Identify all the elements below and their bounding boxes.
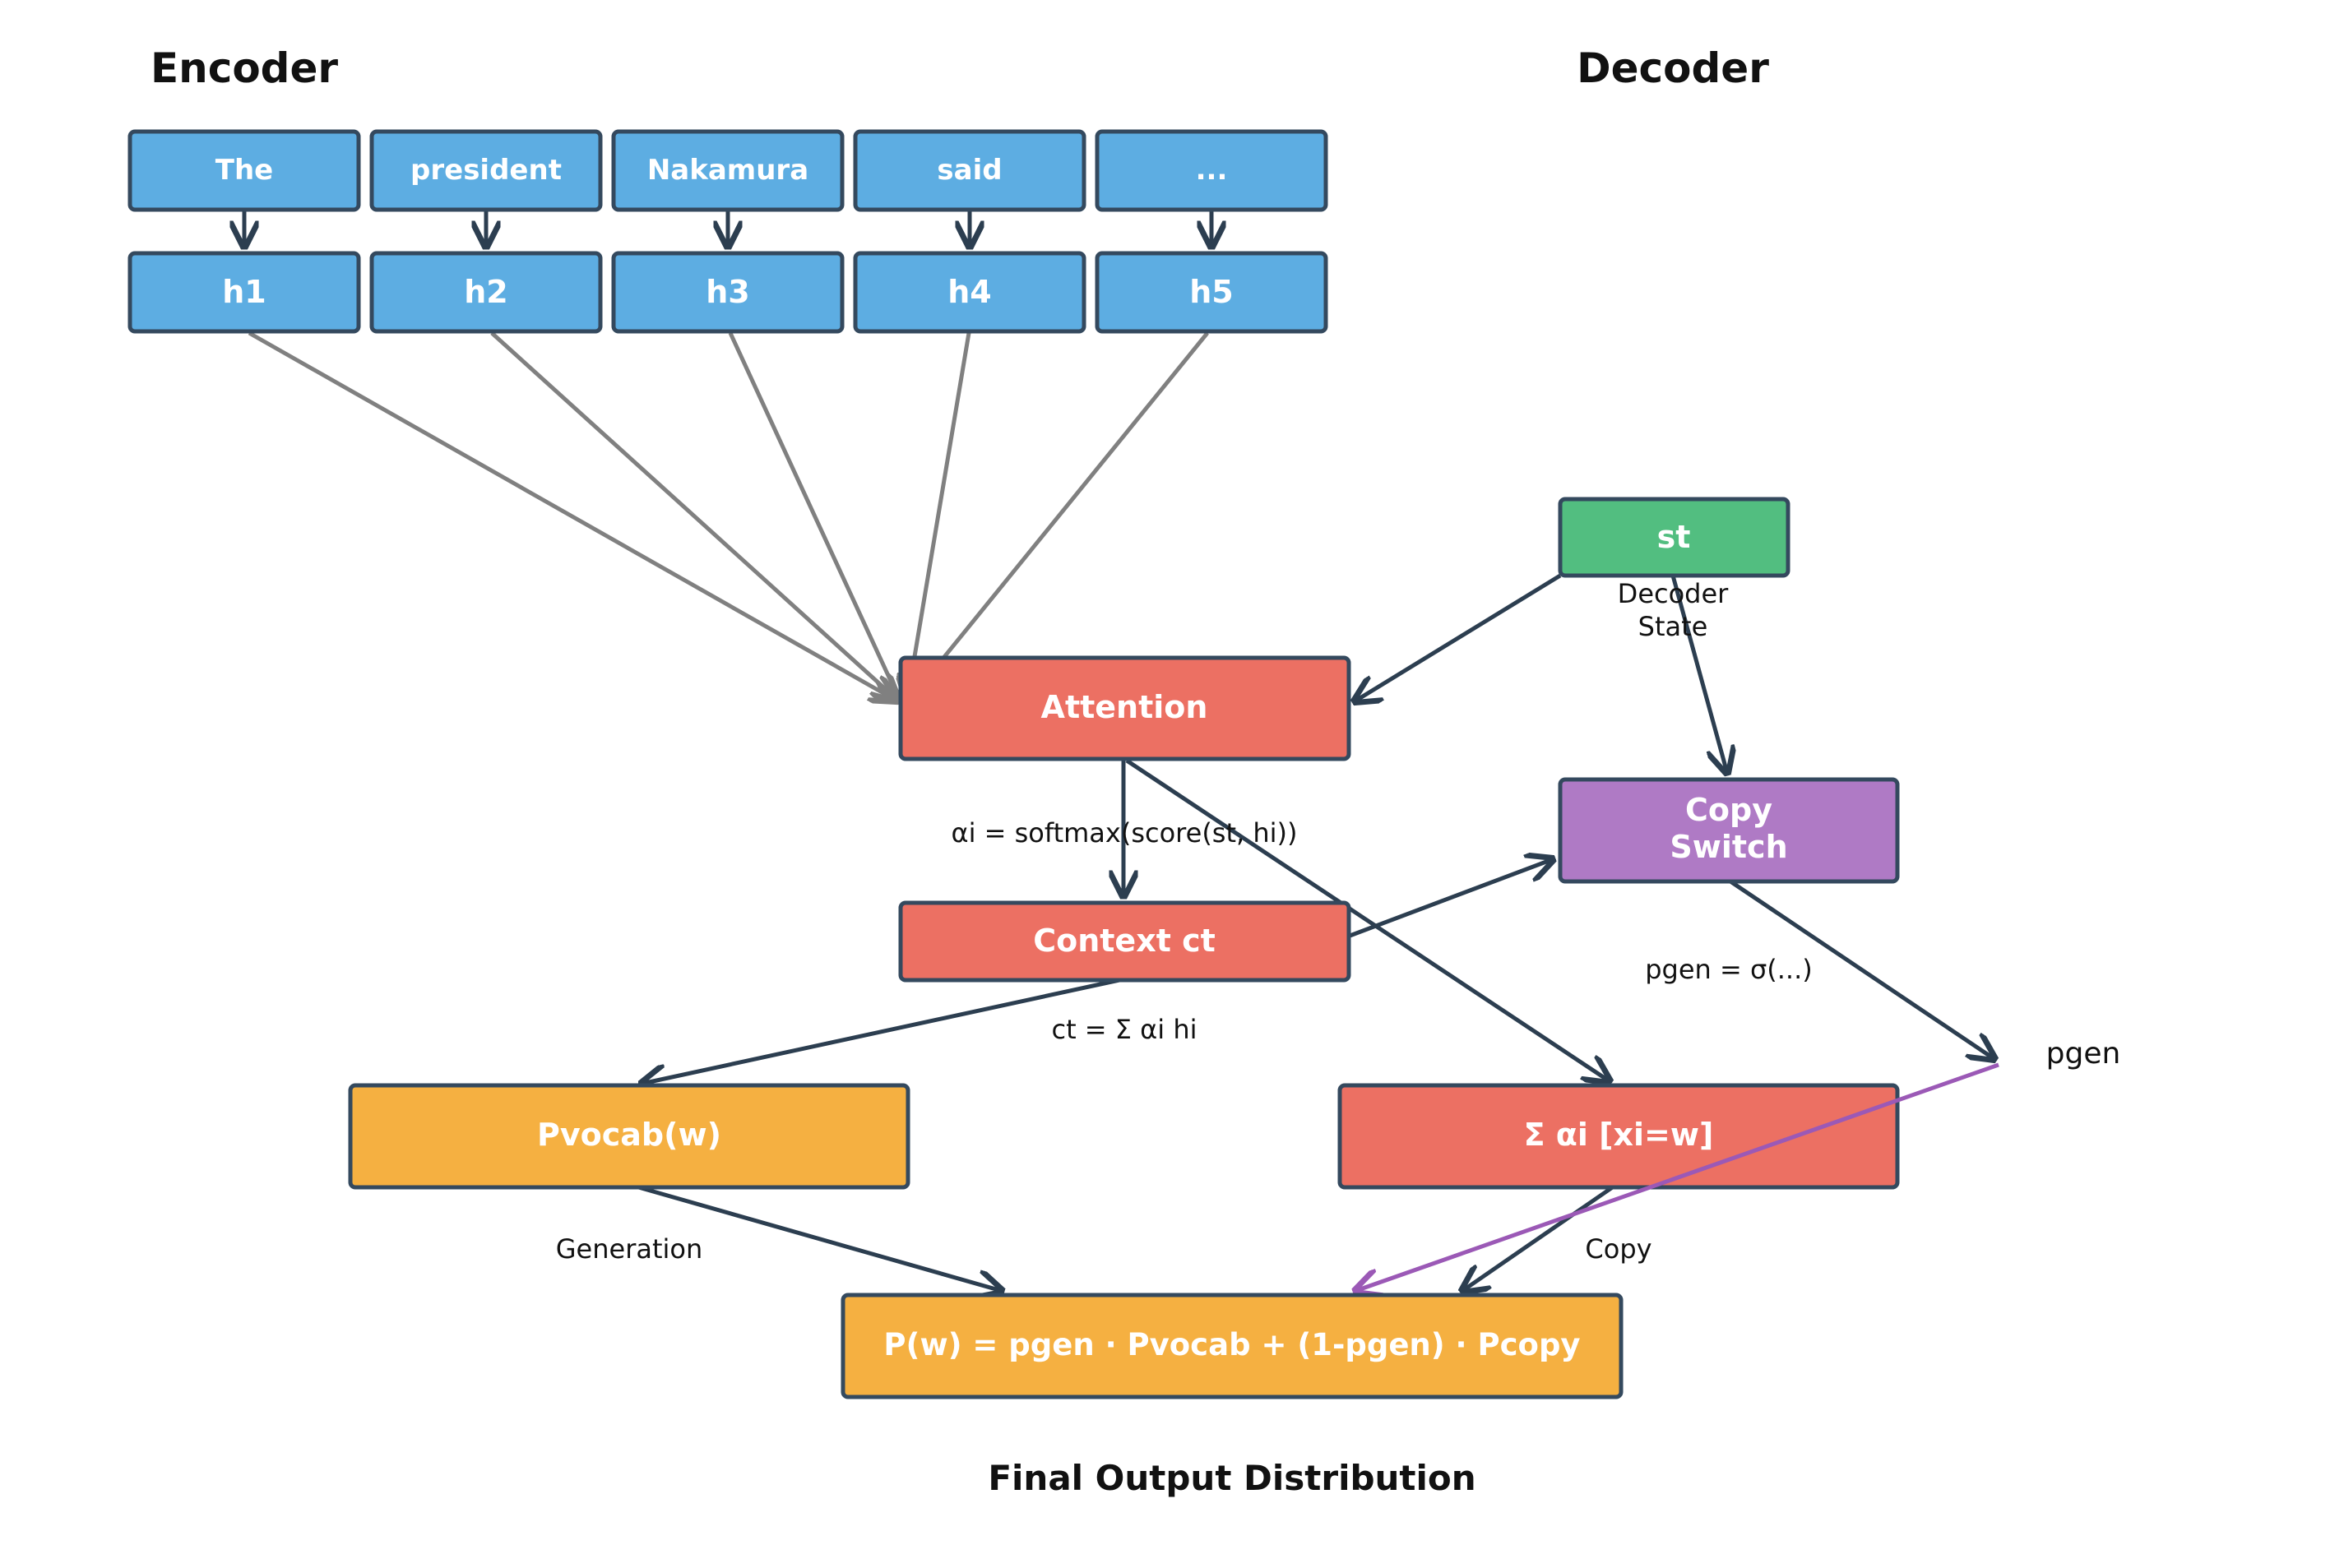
h5-attention-arrow [909, 331, 1209, 701]
encoder-tokens: The president Nakamura said ... [127, 129, 1328, 212]
encoder-hidden-states: h1 h2 h3 h4 h5 [127, 251, 1328, 334]
token-box-3: Nakamura [611, 129, 845, 212]
attention-box: Attention [898, 655, 1351, 761]
pgen-label: pgen [2046, 1037, 2121, 1071]
decoder-state-box: st [1558, 497, 1790, 578]
token-label-1: The [215, 154, 273, 187]
pgen-to-final-arrow [1355, 1062, 1999, 1291]
token-label-4: said [937, 154, 1002, 187]
token-label-3: Nakamura [647, 154, 808, 187]
state-to-attention-arrow [1355, 573, 1562, 701]
h2-attention-arrow [490, 331, 898, 701]
token-to-hidden-arrows [244, 210, 1211, 247]
hidden-box-3: h3 [611, 251, 845, 334]
token-box-5: ... [1095, 129, 1328, 212]
token-box-1: The [127, 129, 361, 212]
hidden-label-5: h5 [1189, 274, 1234, 310]
context-label: Context ct [1033, 923, 1216, 959]
hidden-label-1: h1 [222, 274, 266, 310]
pvocab-box: Pvocab(w) [348, 1083, 910, 1190]
copy-switch-formula: pgen = σ(...) [1645, 954, 1813, 985]
final-output-box: P(w) = pgen · Pvocab + (1-pgen) · Pcopy [841, 1293, 1624, 1399]
hidden-box-1: h1 [127, 251, 361, 334]
hidden-label-3: h3 [706, 274, 750, 310]
token-box-2: president [369, 129, 603, 212]
h3-attention-arrow [728, 331, 900, 701]
copy-switch-label-line2: Switch [1670, 829, 1787, 865]
final-output-label: P(w) = pgen · Pvocab + (1-pgen) · Pcopy [883, 1327, 1580, 1362]
copy-caption: Copy [1585, 1233, 1651, 1265]
copy-switch-label-line1: Copy [1685, 792, 1772, 828]
pcopy-box: Σ αi [xi=w] [1337, 1083, 1900, 1190]
copy-switch-to-pgen-arrow [1729, 879, 1994, 1059]
state-to-copy-switch-arrow [1670, 575, 1727, 773]
pcopy-label: Σ αi [xi=w] [1524, 1117, 1714, 1153]
token-label-5: ... [1196, 154, 1228, 187]
hidden-box-4: h4 [853, 251, 1086, 334]
hidden-box-2: h2 [369, 251, 603, 334]
copy-switch-box: Copy Switch [1558, 777, 1900, 884]
decoder-heading: Decoder [1577, 44, 1769, 92]
token-label-2: president [410, 154, 562, 187]
decoder-state-caption-line2: State [1638, 611, 1708, 642]
pvocab-label: Pvocab(w) [537, 1117, 721, 1153]
attention-formula: αi = softmax(score(st, hi)) [951, 817, 1297, 849]
hidden-label-4: h4 [947, 274, 992, 310]
h1-attention-arrow [248, 331, 896, 701]
context-to-copy-switch-arrow [1345, 859, 1553, 940]
final-output-heading: Final Output Distribution [988, 1458, 1475, 1498]
context-box: Context ct [898, 900, 1351, 983]
attention-to-pcopy-arrow [1125, 758, 1610, 1081]
encoder-heading: Encoder [151, 44, 338, 92]
pcopy-to-final-arrow [1462, 1184, 1615, 1291]
decoder-state-label: st [1657, 519, 1691, 555]
context-formula: ct = Σ αi hi [1051, 1014, 1197, 1045]
hidden-box-5: h5 [1095, 251, 1328, 334]
context-to-pvocab-arrow [642, 978, 1120, 1084]
flow-arrows [635, 573, 1994, 1291]
generation-caption: Generation [556, 1233, 703, 1265]
token-box-4: said [853, 129, 1086, 212]
decoder-state-caption-line1: Decoder [1618, 578, 1730, 609]
pvocab-to-final-arrow [635, 1184, 1002, 1291]
hidden-to-attention-arrows [248, 331, 1209, 701]
attention-label: Attention [1041, 689, 1208, 725]
hidden-label-2: h2 [464, 274, 508, 310]
h4-attention-arrow [907, 332, 971, 701]
